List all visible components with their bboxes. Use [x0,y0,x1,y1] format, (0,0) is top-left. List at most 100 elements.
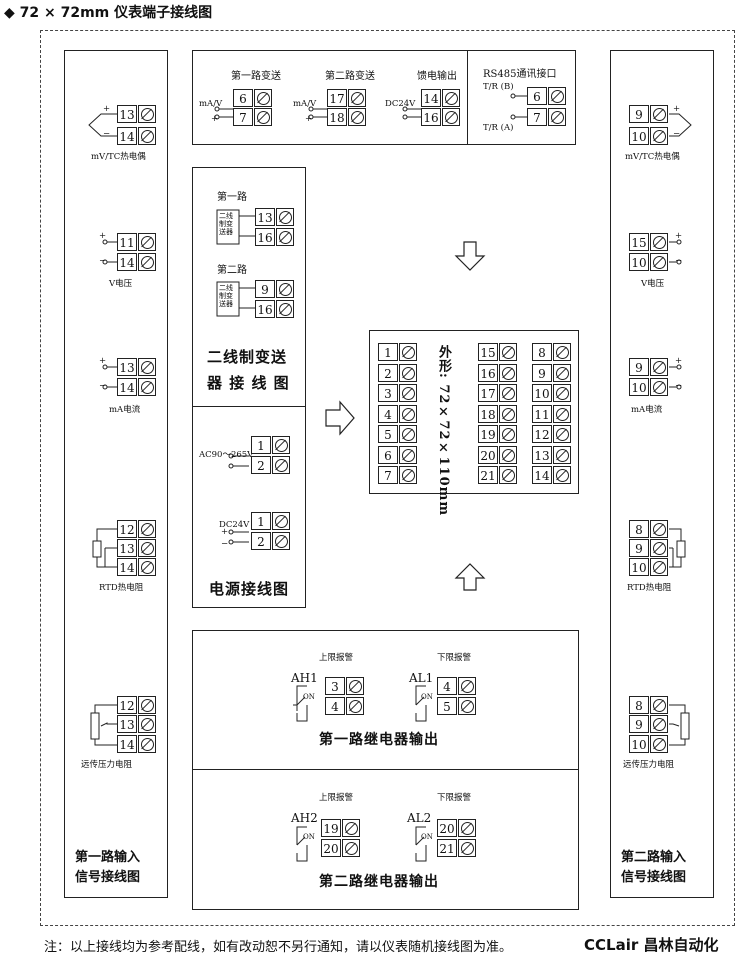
terminal-number: 4 [437,677,457,695]
screw-icon [553,445,571,464]
plus-sign: + [103,104,111,114]
terminal: 10 [629,735,669,755]
terminal-number: 9 [532,363,552,382]
screw-icon [138,233,156,251]
terminal: 9 [255,280,295,300]
screw-icon [650,715,668,733]
terminal: 4 [325,697,365,717]
al2-label: AL2 [407,811,432,825]
screw-icon [553,404,571,423]
terminal: 9 [629,358,669,378]
terminal-number: 15 [629,233,649,251]
terminal-number: 16 [255,228,275,246]
section-label: V电压 [641,279,665,289]
terminal: 9 [629,539,669,559]
feed-output-unit: DC24V [385,99,416,109]
screw-icon [650,735,668,753]
screw-icon [348,89,366,107]
plus-sign: + [673,104,681,114]
screw-icon [348,108,366,126]
ch1-output-unit: mA/V [199,99,223,109]
panel-title-line2: 信号接线图 [75,870,141,885]
terminal: 10 [532,384,572,404]
screw-icon [553,425,571,443]
screw-icon [276,208,294,226]
terminal: 5 [378,425,418,445]
screw-icon [276,280,294,298]
terminal: 2 [378,363,418,384]
terminal: 12 [532,425,572,445]
terminal-number: 3 [325,677,345,695]
terminal-number: 1 [251,512,271,530]
screw-icon [138,558,156,576]
terminal: 13 [117,715,157,735]
terminal: 19 [321,819,361,839]
screw-icon [499,425,517,443]
terminal-number: 16 [255,300,275,318]
terminal: 6 [527,87,567,107]
two-wire-title-line1: 二线制变送 [207,348,288,366]
terminal: 10 [629,558,669,578]
terminal-number: 12 [117,520,137,538]
terminal-number: 13 [117,105,137,123]
screw-icon [499,363,517,382]
terminal-number: 11 [117,233,137,251]
terminal: 9 [629,105,669,125]
minus-sign: − [221,539,229,549]
terminal-number: 21 [437,839,457,857]
screw-icon [499,384,517,402]
section-label: mV/TC热电偶 [91,152,146,162]
terminal-number: 3 [378,384,398,402]
terminal-number: 7 [233,108,253,126]
terminal-number: 18 [478,404,498,423]
screw-icon [342,839,360,857]
terminal: 14 [117,378,157,398]
screw-icon [138,735,156,753]
terminal-number: 1 [378,343,398,361]
terminal-number: 20 [437,819,457,837]
screw-icon [138,715,156,733]
terminal-number: 8 [532,343,552,361]
terminal-number: 8 [629,520,649,538]
rs485-b-label: T/R (B) [483,82,514,92]
screw-icon [650,233,668,251]
terminal-number: 2 [251,532,271,550]
on-label: ON [421,693,433,701]
left-input-panel: + − 13 14 mV/TC热电偶 + − 11 14 V电压 + − 13 … [64,50,168,898]
terminal: 10 [629,253,669,273]
terminal-number: 6 [233,89,253,107]
screw-icon [138,378,156,396]
terminal-number: 14 [532,466,552,484]
al1-label: AL1 [409,671,434,685]
terminal: 14 [421,89,461,109]
terminal: 5 [437,697,477,717]
section-label: RTD热电阻 [99,583,144,593]
terminal: 3 [378,384,418,404]
screw-icon [499,343,517,361]
screw-icon [138,520,156,538]
section-label: 远传压力电阻 [623,760,675,770]
screw-icon [458,839,476,857]
terminal: 1 [251,512,291,532]
panel-title-line2: 信号接线图 [621,870,687,885]
screw-icon [548,108,566,126]
ch2-output-title: 第二路变送 [325,71,375,82]
terminal-number: 13 [117,358,137,376]
terminal: 16 [421,108,461,128]
terminal: 16 [478,363,518,384]
ah1-label: AH1 [291,671,318,685]
section-label: RTD热电阻 [627,583,672,593]
two-wire-title-line2: 器 接 线 图 [207,374,290,392]
upper-alarm-label: 上限报警 [319,793,354,803]
terminal-number: 12 [117,696,137,714]
dc-supply-label: DC24V [219,520,250,530]
screw-icon [399,466,417,484]
terminal-number: 9 [629,358,649,376]
terminal-number: 7 [527,108,547,126]
terminal-number: 10 [629,127,649,145]
plus-sign: + [99,356,107,366]
on-label: ON [421,833,433,841]
screw-icon [399,404,417,423]
section-label: mA电流 [109,405,141,415]
